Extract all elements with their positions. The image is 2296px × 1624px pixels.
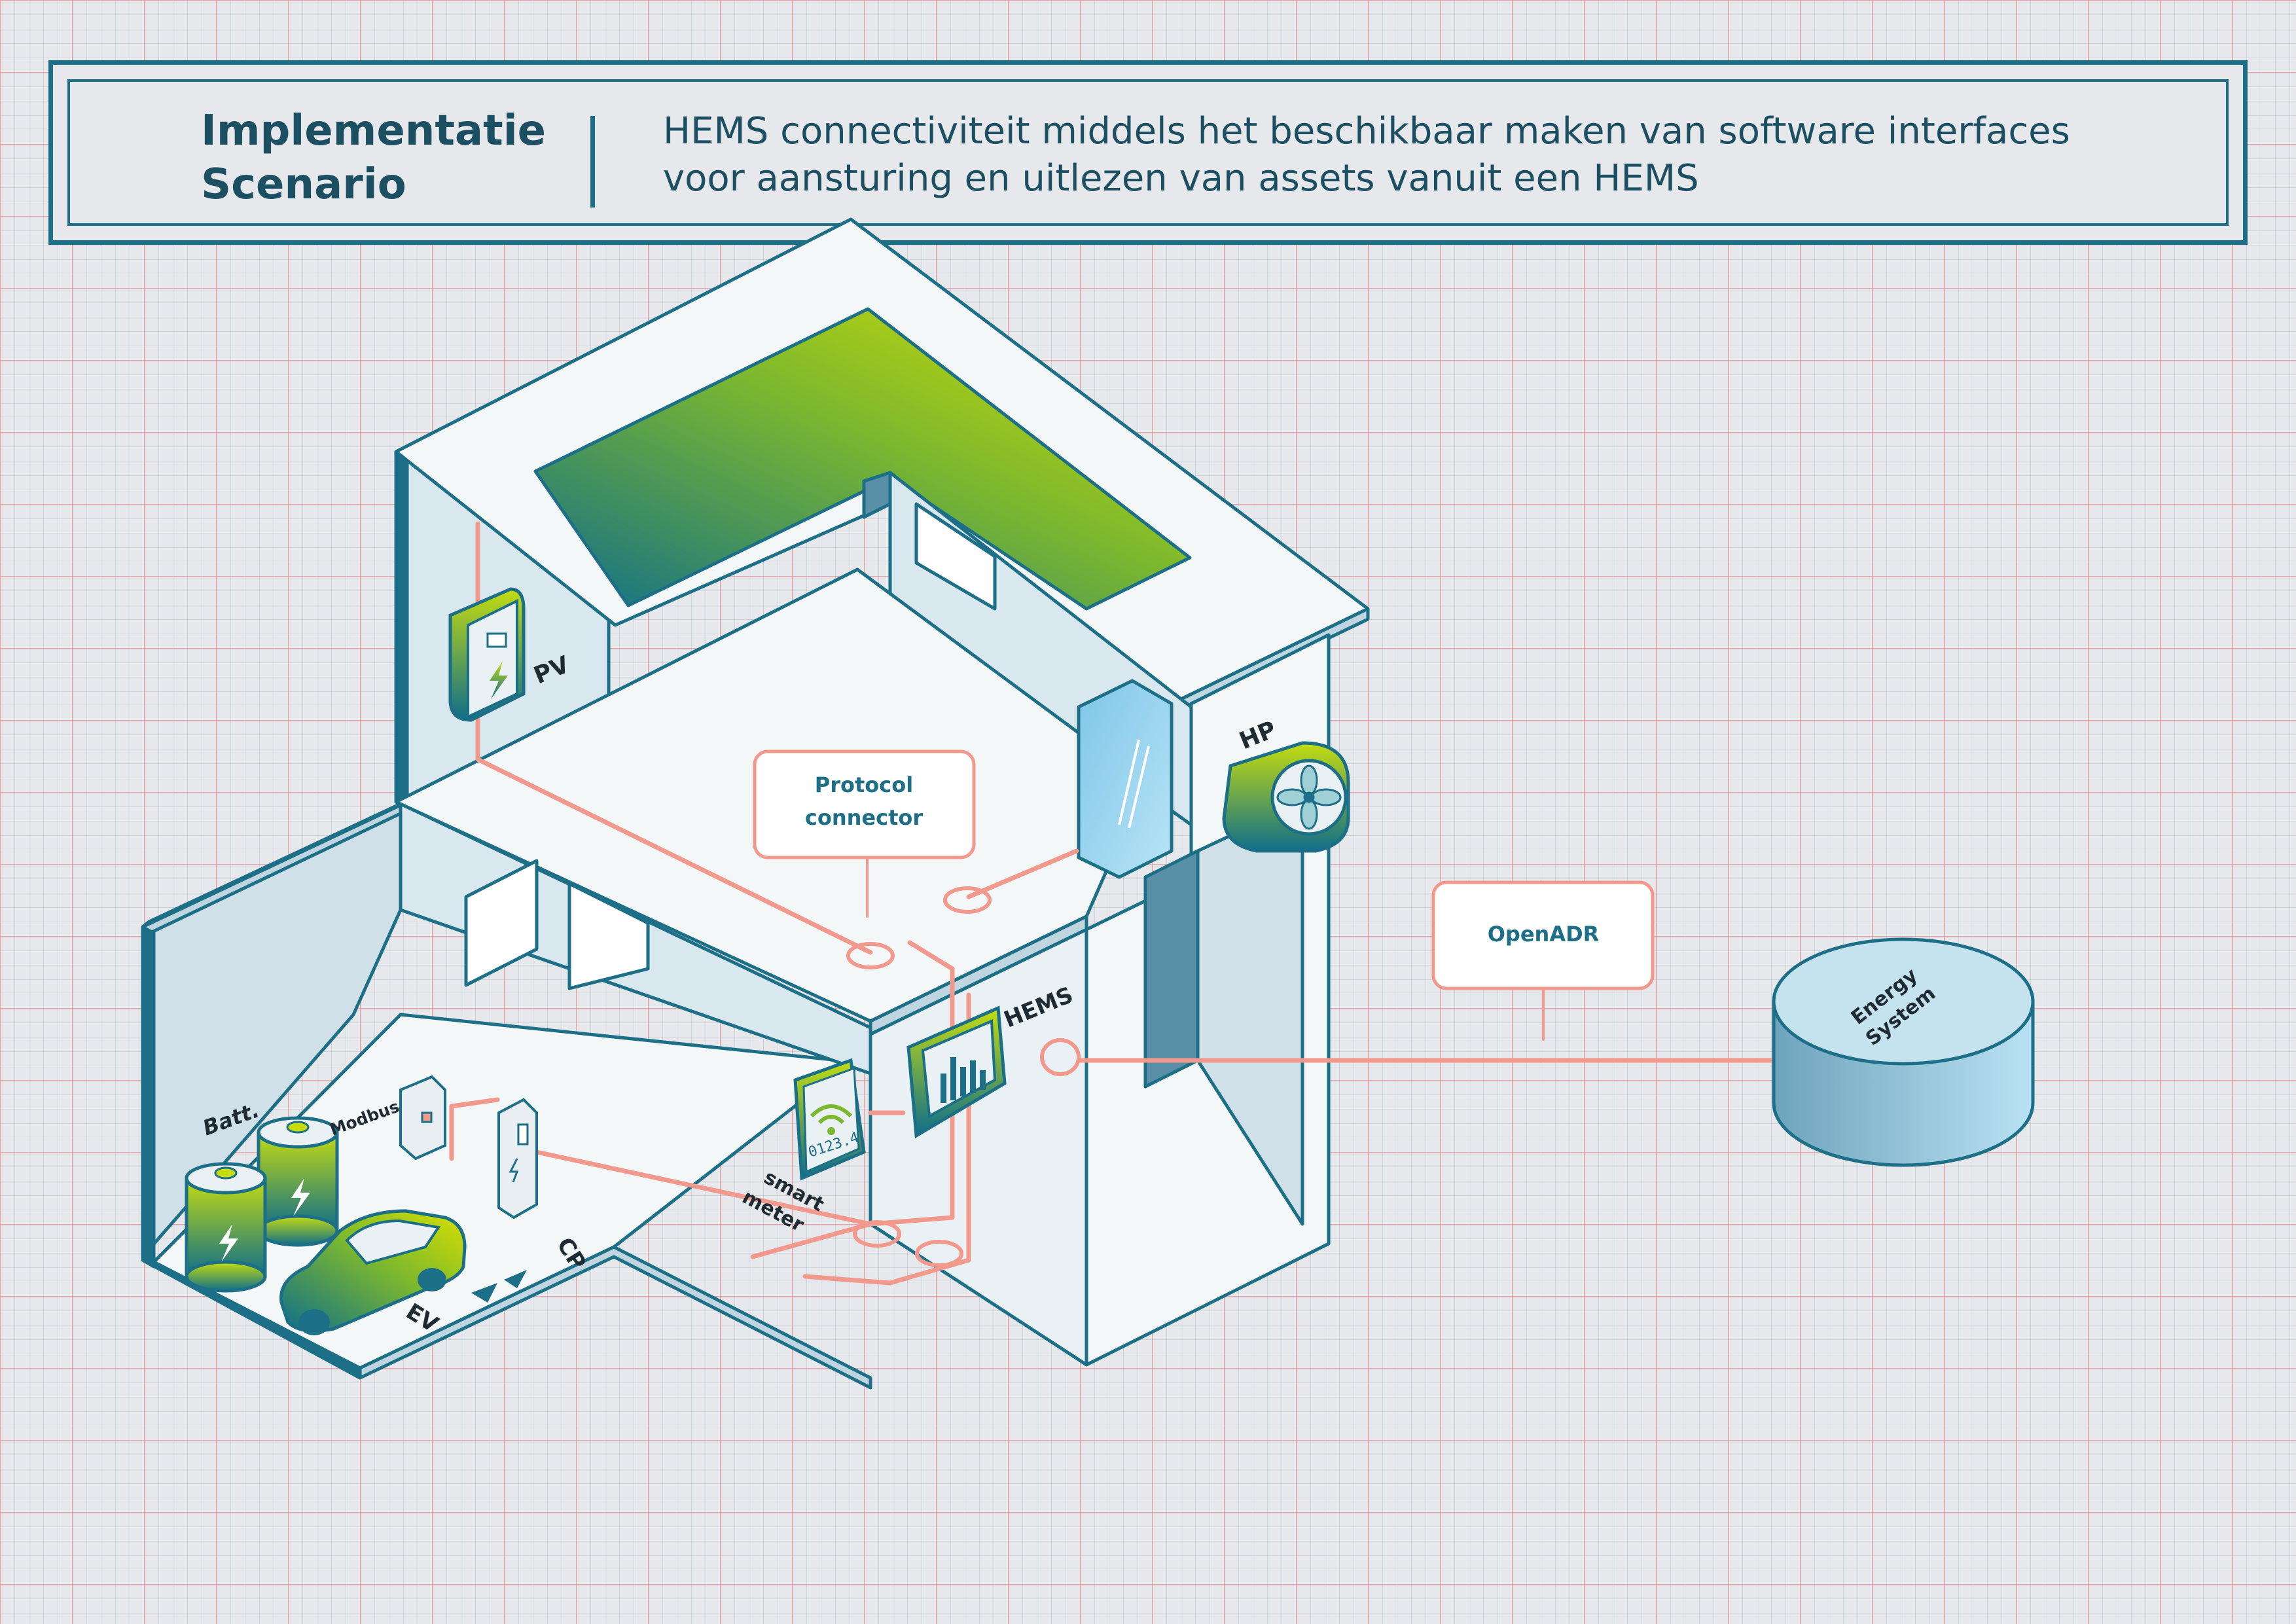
description-line-1: HEMS connectiviteit middels het beschikb… [663,110,2070,153]
upper-left-wall-edge [394,450,409,806]
upper-window-glass [1077,679,1174,879]
wifi-dot [827,1127,835,1135]
bar-chart-icon [941,1057,986,1103]
glass-reflection-2 [1128,746,1150,829]
wifi-icon [810,1104,853,1125]
ground-window-1 [464,859,539,987]
protocol-connector-label-1: Protocol [815,772,913,797]
protocol-connector-label-2: connector [805,805,923,830]
doorway [1143,849,1200,1089]
ground-window-2 [567,882,650,990]
battery-back-bolt-icon [291,1178,310,1216]
ring-floor-1 [853,1220,901,1248]
hems-device [906,1005,1007,1139]
charge-point-display [517,1123,529,1146]
charge-point-body [497,1098,538,1219]
battery-front [185,1162,267,1293]
pv-display [486,632,507,648]
charge-arrow-1 [471,1283,497,1303]
attic-window [914,502,997,611]
smart-meter-face [802,1066,860,1174]
hp-line [966,848,1079,899]
battery-front-bolt-icon [219,1224,238,1262]
pv-inverter-face [467,598,518,719]
protocol-line-1 [907,940,955,971]
ring-protocol [846,942,895,969]
header-frame: Implementatie Scenario HEMS connectivite… [48,60,2248,245]
page-title: Implementatie Scenario [201,104,567,211]
charge-point-bolt-icon [509,1158,519,1183]
openadr-label: OpenADR [1488,922,1600,947]
description-line-2: voor aansturing en uitlezen van assets v… [663,157,1699,200]
modbus-line [449,1097,500,1161]
protocol-connector-box: Protocol connector [753,749,976,859]
openadr-box: OpenADR [1431,880,1655,990]
ring-floor-2 [915,1240,963,1267]
fan-icon [1276,765,1342,830]
roof-solar-panel [533,307,1192,611]
floor-line-2 [802,1257,971,1286]
connector-rings [846,886,1081,1267]
garage-left-wall-edge [141,925,156,1269]
heat-pump [1222,741,1350,853]
energy-system-top [1772,937,2035,1066]
car-wheel-rear [418,1268,446,1291]
header-inner-frame: Implementatie Scenario HEMS connectivite… [67,79,2229,226]
energy-system: Energy System [1772,937,2035,1167]
glass-reflection [1118,739,1140,825]
battery-back [257,1116,339,1247]
ring-hems [1040,1038,1081,1076]
floor-front-edge [358,1245,872,1390]
batteries [185,1116,339,1293]
car-windows [345,1219,441,1265]
pv-bolt-icon [490,661,508,699]
ring-protocol-upper [943,886,992,914]
attic-wall [862,471,892,519]
cp-line [534,1149,873,1227]
modbus-box [399,1075,446,1161]
car-wheel-front [298,1309,330,1335]
pv-inverter [448,587,526,722]
title-line-2: Scenario [201,160,406,209]
charge-arrow-2 [504,1270,527,1288]
charge-point [497,1098,538,1219]
page-description: HEMS connectiviteit middels het beschikb… [663,108,2234,202]
smart-meter: 0123.4 [793,1058,866,1181]
title-line-1: Implementatie [201,107,547,155]
ground-floor-interior-wall [869,928,1088,1367]
modbus-port [421,1111,433,1123]
header-divider [590,116,595,208]
ev-car [279,1209,527,1335]
connection-lines [449,521,1783,1286]
